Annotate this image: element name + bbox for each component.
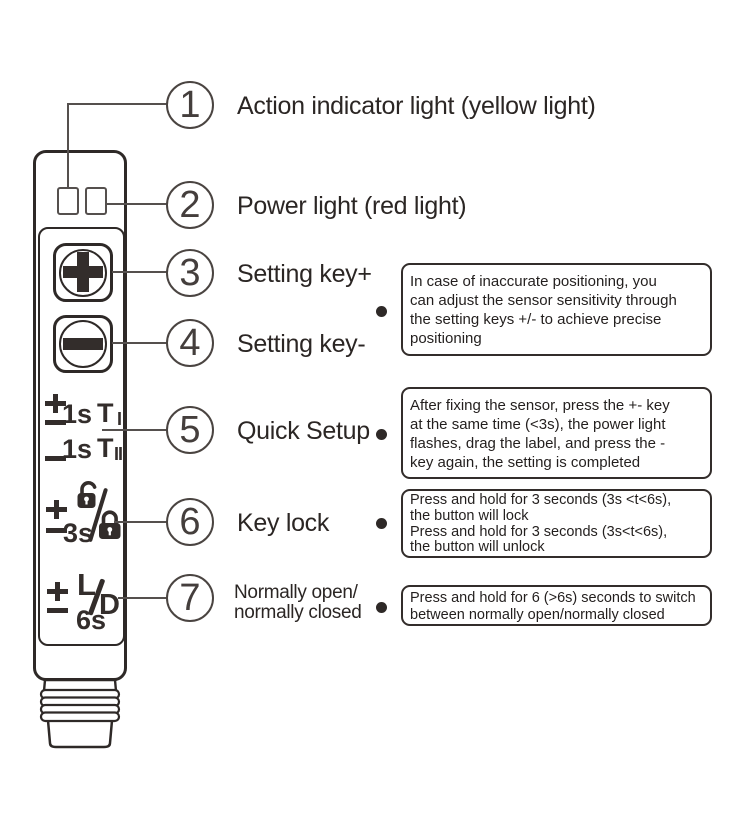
leader-line-6 — [114, 521, 168, 523]
callout-number-2: 2 — [166, 181, 214, 229]
leader-line-5 — [102, 429, 168, 431]
callout-label-key-lock: Key lock — [237, 509, 330, 537]
info-line: the button will unlock — [410, 539, 545, 556]
callout-label-normally-open-closed: Normally open/ normally closed — [234, 583, 362, 622]
output-duration: 6s — [76, 605, 107, 635]
callout-number-text: 3 — [179, 251, 201, 294]
info-line: In case of inaccurate positioning, you — [410, 273, 657, 290]
threaded-connector — [39, 678, 121, 749]
power-light — [85, 187, 107, 215]
leader-line-2 — [107, 203, 168, 205]
quick-setup-time-2: 1s — [62, 434, 93, 464]
info-line: can adjust the sensor sensitivity throug… — [410, 292, 677, 309]
output-dark-letter: D — [99, 589, 120, 621]
callout-number-5: 5 — [166, 406, 214, 454]
info-line: Press and hold for 6 (>6s) seconds to sw… — [410, 590, 696, 606]
info-box-key-lock: Press and hold for 3 seconds (3s <t<6s),… — [401, 489, 712, 558]
info-line: Press and hold for 3 seconds (3s <t<6s), — [410, 492, 672, 508]
info-box-quick-setup: After fixing the sensor, press the +- ke… — [401, 387, 712, 479]
callout-number-text: 7 — [179, 576, 201, 619]
callout-label-setting-key-plus: Setting key+ — [237, 260, 372, 288]
callout-label-power-light: Power light (red light) — [237, 192, 467, 220]
action-indicator-light — [57, 187, 79, 215]
sensor-label-panel — [38, 227, 125, 646]
quick-setup-sub-1: I — [117, 409, 123, 429]
setting-key-minus-button — [53, 315, 113, 373]
setting-key-plus-button — [53, 243, 113, 302]
info-line: After fixing the sensor, press the +- ke… — [410, 397, 670, 414]
quick-setup-symbol-2: T — [97, 433, 114, 463]
info-line: key again, the setting is completed — [410, 454, 641, 471]
info-line: positioning — [410, 330, 482, 347]
leader-line-4 — [112, 342, 168, 344]
callout-label-line2: normally closed — [234, 601, 362, 623]
minus-icon — [45, 456, 66, 461]
info-line: the button will lock — [410, 507, 529, 524]
callout-number-7: 7 — [166, 574, 214, 622]
plus-minus-icon — [45, 394, 66, 425]
bullet-icon — [376, 429, 387, 440]
callout-number-text: 1 — [179, 83, 201, 126]
info-line: the setting keys +/- to achieve precise — [410, 311, 662, 328]
callout-number-4: 4 — [166, 319, 214, 367]
info-box-normally-open-closed: Press and hold for 6 (>6s) seconds to sw… — [401, 585, 712, 626]
info-line: flashes, drag the label, and press the - — [410, 435, 666, 452]
plus-minus-icon — [46, 500, 67, 533]
leader-line-1-drop — [67, 103, 69, 189]
bullet-icon — [376, 518, 387, 529]
info-line: between normally open/normally closed — [410, 606, 665, 623]
quick-setup-symbol-1: T — [97, 398, 114, 428]
plus-icon — [59, 248, 107, 297]
callout-number-text: 4 — [179, 321, 201, 364]
unlock-icon — [77, 481, 97, 508]
bullet-icon — [376, 602, 387, 613]
quick-setup-time-1: 1s — [62, 399, 93, 429]
callout-number-1: 1 — [166, 81, 214, 129]
callout-label-action-light: Action indicator light (yellow light) — [237, 92, 596, 120]
callout-number-3: 3 — [166, 249, 214, 297]
quick-setup-sub-2: II — [114, 444, 123, 464]
output-light-letter: L — [77, 567, 96, 602]
plus-minus-icon — [47, 582, 68, 613]
info-line: at the same time (<3s), the power light — [410, 416, 666, 433]
lock-icon — [99, 510, 121, 539]
leader-line-1 — [67, 103, 168, 105]
key-lock-duration: 3s — [63, 518, 94, 548]
callout-number-text: 5 — [179, 408, 201, 451]
leader-line-3 — [112, 271, 168, 273]
minus-icon — [59, 320, 107, 368]
bullet-icon — [376, 306, 387, 317]
callout-label-setting-key-minus: Setting key- — [237, 330, 366, 358]
info-line: Press and hold for 3 seconds (3s<t<6s), — [410, 523, 668, 540]
callout-number-6: 6 — [166, 498, 214, 546]
callout-number-text: 6 — [179, 500, 201, 543]
info-box-setting-keys: In case of inaccurate positioning, you c… — [401, 263, 712, 356]
callout-number-text: 2 — [179, 183, 201, 226]
callout-label-quick-setup: Quick Setup — [237, 417, 370, 445]
callout-label-line1: Normally open/ — [234, 582, 358, 603]
leader-line-7 — [118, 597, 168, 599]
